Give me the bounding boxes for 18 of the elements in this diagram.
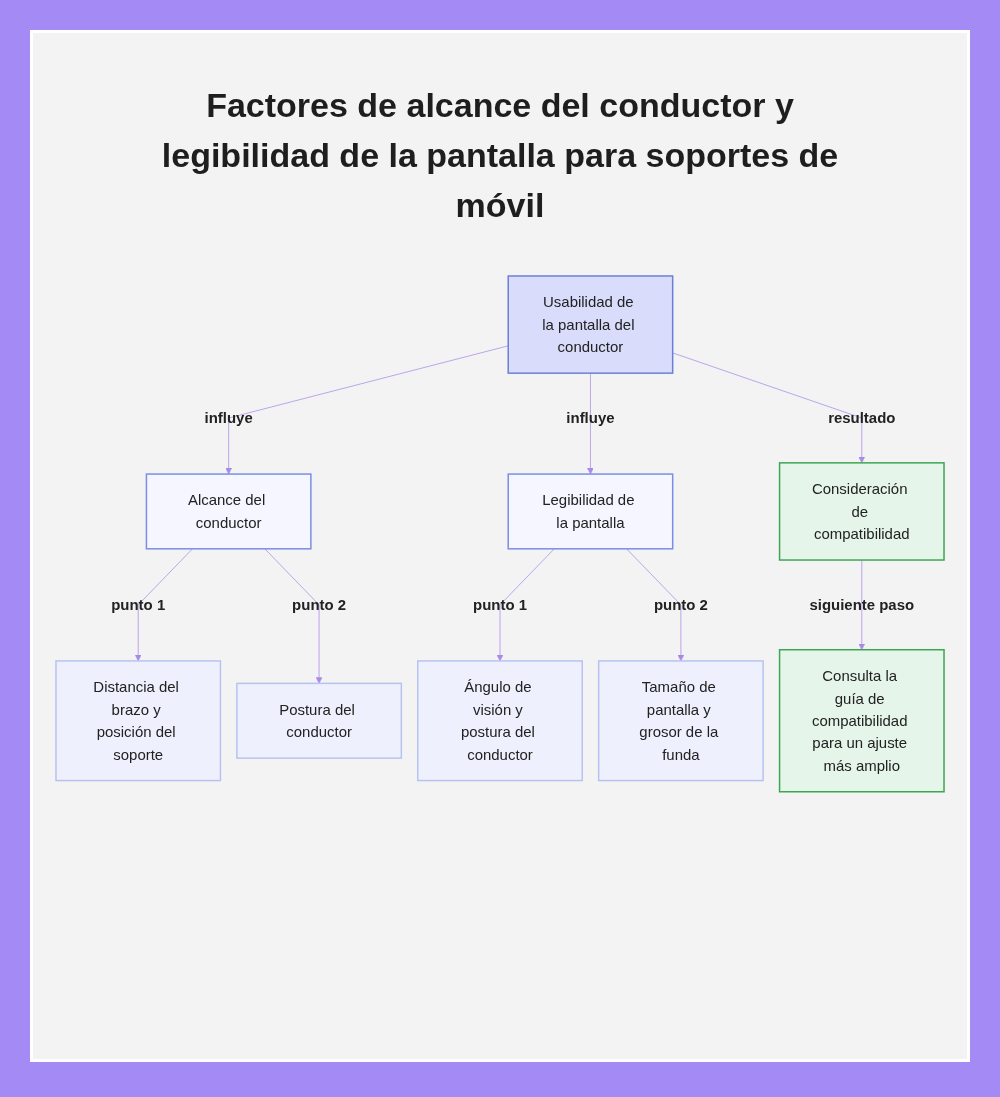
diagram-title: Factores de alcance del conductor y legibilidad de la pantalla para soportes de móvil — [160, 85, 840, 226]
node-box: Consideración de compatibilidad — [778, 462, 945, 561]
node-box: Ángulo de visión y postura del conductor — [417, 660, 583, 782]
node-box: Legibilidad de la pantalla — [507, 473, 674, 550]
edge-label: punto 2 — [653, 596, 708, 614]
node-box: Distancia del brazo y posición del soporte — [55, 660, 222, 782]
node-box: Usabilidad de la pantalla del conductor — [507, 275, 674, 374]
node-box: Consulta la guía de compatibilidad para un ajuste más amplio — [778, 649, 945, 793]
edge-label: influye — [566, 409, 615, 427]
node-box: Postura del conductor — [236, 682, 403, 759]
edge-label: punto 1 — [111, 596, 166, 614]
edge-label: siguiente paso — [809, 596, 915, 614]
edge-label: influye — [204, 409, 253, 427]
node-box: Alcance del conductor — [145, 473, 312, 550]
edge-label: resultado — [828, 409, 896, 427]
edge-label: punto 1 — [473, 596, 527, 614]
node-box: Tamaño de pantalla y grosor de la funda — [597, 660, 764, 782]
edge-label: punto 2 — [292, 596, 347, 614]
